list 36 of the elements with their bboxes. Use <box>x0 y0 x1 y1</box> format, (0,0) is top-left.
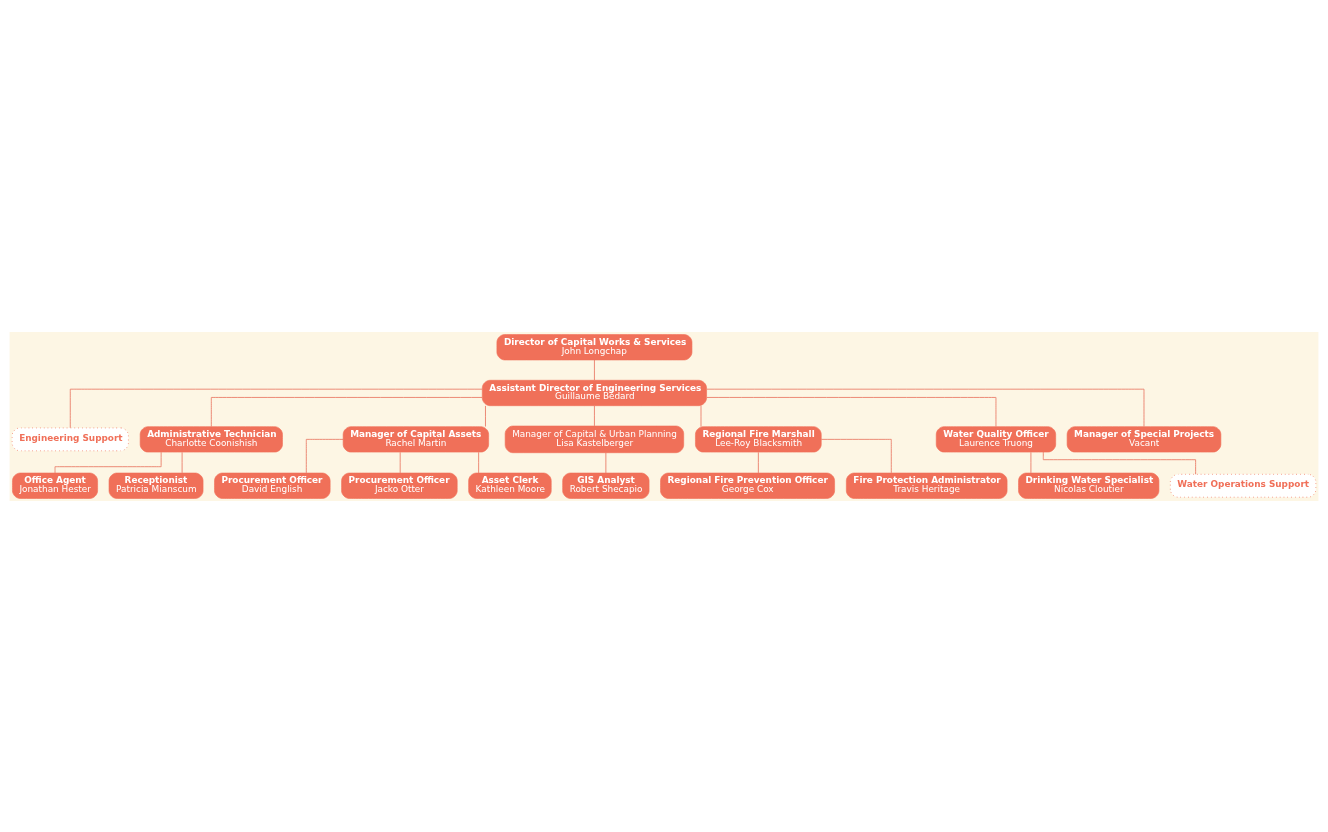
connector <box>210 396 483 427</box>
node-box: Fire Protection Administrator Travis Heritage <box>846 472 1008 499</box>
connector <box>399 451 401 473</box>
node-box: Regional Fire Marshall Lee-Roy Blacksmith <box>695 425 822 452</box>
connector <box>706 396 997 427</box>
connector <box>820 438 892 473</box>
node-box: GIS Analyst Robert Shecapio <box>562 472 650 499</box>
node-box: Manager of Capital Assets Rachel Martin <box>342 425 489 452</box>
connector <box>478 451 480 473</box>
node-box: Office Agent Jonathan Hester <box>12 472 98 499</box>
node-box: Regional Fire Prevention Officer George Cox <box>660 472 835 499</box>
node-box: Assistant Director of Engineering Services Guillaume Bédard <box>481 379 707 406</box>
node-box: Procurement Officer David English <box>214 472 331 499</box>
node-box: Manager of Special Projects Vacant <box>1066 425 1222 452</box>
node-box: Manager of Capital & Urban Planning Lisa Kastelberger <box>504 425 685 453</box>
connector <box>605 451 607 473</box>
connector <box>700 405 702 427</box>
node-box: Engineering Support <box>11 426 129 451</box>
connector <box>757 451 759 473</box>
node-box: Director of Capital Works & Services John Longchap <box>496 333 693 360</box>
connector <box>54 451 162 473</box>
node-box: Asset Clerk Kathleen Moore <box>468 472 552 499</box>
connector <box>485 405 486 427</box>
node-box: Water Quality Officer Laurence Truong <box>935 425 1056 452</box>
connector <box>69 388 483 428</box>
connector <box>594 405 595 426</box>
node-box: Water Operations Support <box>1169 473 1317 498</box>
node-box: Receptionist Patricia Mianscum <box>108 472 204 499</box>
node-box: Administrative Technician Charlotte Coonishish <box>139 425 283 452</box>
connector <box>594 359 595 381</box>
connector <box>706 388 1145 427</box>
connector <box>181 451 183 473</box>
connector <box>1030 451 1032 473</box>
connector <box>305 438 344 473</box>
node-box: Drinking Water Specialist Nicolas Cloutier <box>1018 472 1160 499</box>
node-box: Procurement Officer Jacko Otter <box>341 472 458 499</box>
